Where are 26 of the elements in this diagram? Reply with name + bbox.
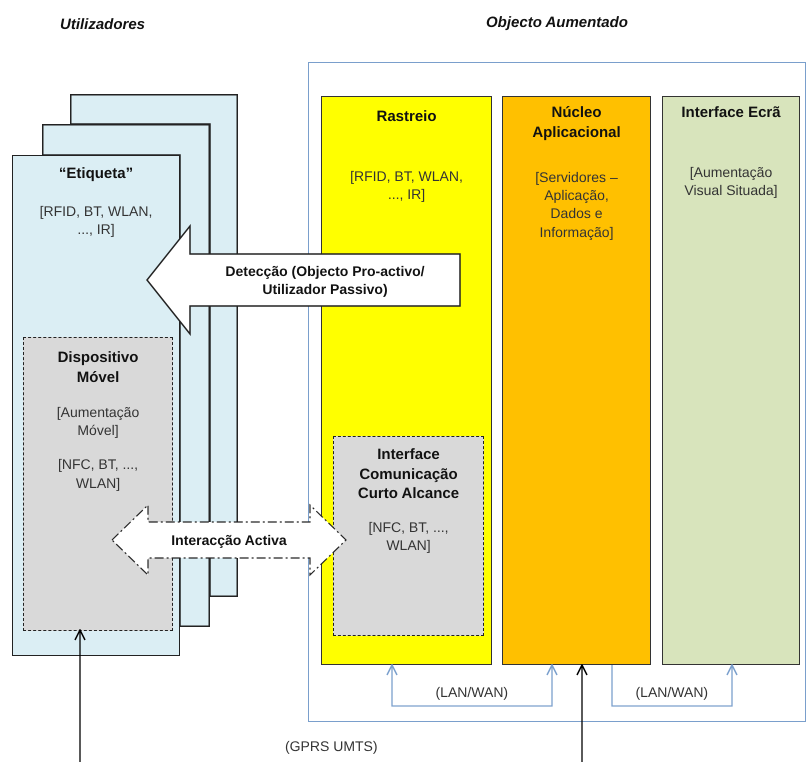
interface-box <box>333 436 484 636</box>
box-text: [Aumentação Visual Situada] <box>683 162 779 199</box>
detection-arrow <box>146 224 461 336</box>
box-text: [RFID, BT, WLAN, ..., IR] <box>350 166 463 203</box>
group-heading: Objecto Aumentado <box>486 14 628 31</box>
core-column <box>502 96 651 665</box>
box-heading: Rastreio <box>375 107 438 126</box>
box-heading: “Etiqueta” <box>58 164 134 184</box>
interaction-arrow <box>111 504 347 576</box>
box-text: [NFC, BT, ..., WLAN] <box>367 518 450 554</box>
device-box <box>23 337 173 631</box>
box-heading: Interface Comunicação Curto Alcance <box>356 445 460 504</box>
box-heading: Interface Ecrã <box>680 103 782 122</box>
connector-arrow <box>74 629 86 762</box>
section-heading: Utilizadores <box>60 16 146 33</box>
connector-arrow <box>576 664 588 762</box>
connector-arrow <box>611 664 738 707</box>
connector-arrow <box>386 664 558 707</box>
network-label: (GPRS UMTS) <box>285 738 378 754</box>
box-text: [NFC, BT, ..., WLAN] <box>56 455 140 492</box>
box-heading: Dispositivo Móvel <box>56 348 140 387</box>
screen-column <box>662 96 800 665</box>
box-text: [Aumentação Móvel] <box>56 403 140 440</box>
box-text: [RFID, BT, WLAN, ..., IR] <box>39 202 153 238</box>
box-text: [Servidores – Aplicação, Dados e Informação] <box>534 168 619 241</box>
box-heading: Núcleo Aplicacional <box>531 103 622 142</box>
